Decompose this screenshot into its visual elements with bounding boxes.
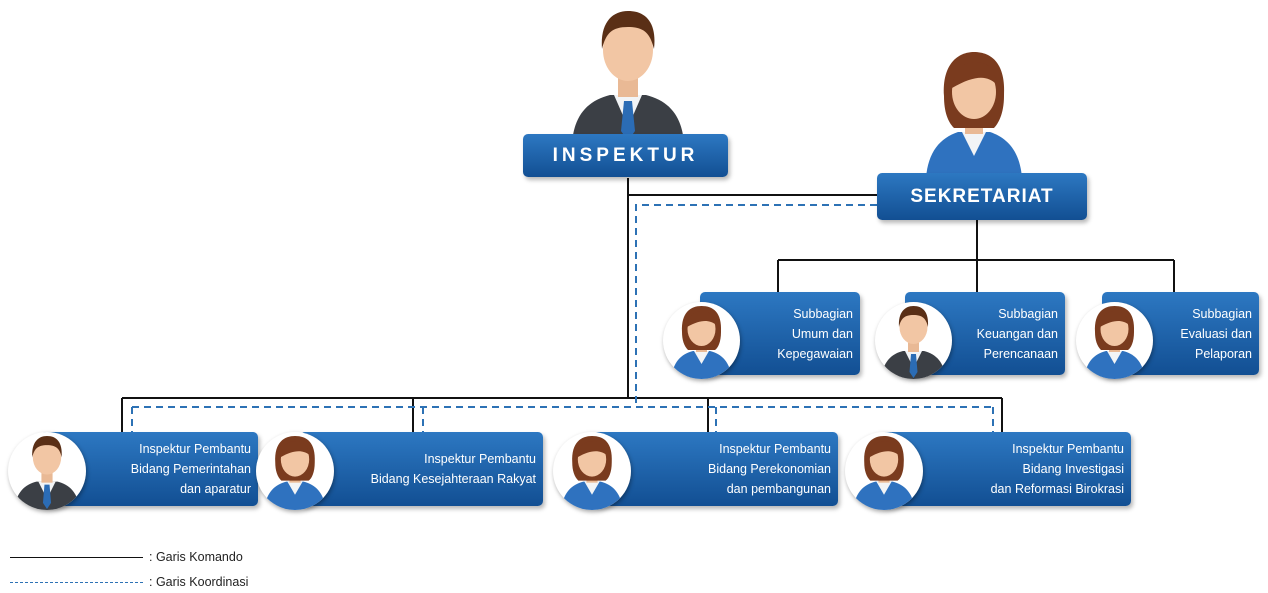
command-line-sample [10, 556, 143, 558]
assistant-line: Bidang Perekonomian [708, 462, 831, 476]
subdivision-text: Subbagian Evaluasi dan Pelaporan [1180, 304, 1252, 364]
male-person-icon [881, 306, 946, 379]
subdivision-text: Subbagian Umum dan Kepegawaian [777, 304, 853, 364]
avatar [845, 432, 923, 510]
subdivision-line: Kepegawaian [777, 346, 853, 361]
avatar [256, 432, 334, 510]
assistant-line: Bidang Kesejahteraan Rakyat [370, 472, 536, 486]
coordination-trunk-line [635, 204, 877, 407]
assistant-line: dan Reformasi Birokrasi [990, 482, 1124, 496]
sekretariat-box: SEKRETARIAT [877, 173, 1087, 220]
assistant-line: Inspektur Pembantu [139, 442, 251, 456]
male-person-icon [14, 436, 80, 510]
legend-coordination: : Garis Koordinasi [10, 575, 248, 589]
assistant-line: Inspektur Pembantu [719, 442, 831, 456]
assistant-line: Bidang Investigasi [1022, 462, 1124, 476]
assistant-text: Inspektur Pembantu Bidang Kesejahteraan … [371, 449, 536, 489]
subdivision-line: Umum dan [791, 326, 853, 341]
inspektur-figure [566, 5, 690, 143]
assistant-line: dan pembangunan [726, 482, 831, 496]
legend-command: : Garis Komando [10, 550, 243, 564]
coordination-line-sample [10, 581, 143, 583]
subdivision-text: Subbagian Keuangan dan Perencanaan [977, 304, 1058, 364]
female-person-icon [561, 436, 623, 510]
avatar [663, 302, 740, 379]
inspektur-to-sekretariat-line [627, 178, 877, 196]
avatar [8, 432, 86, 510]
subdivision-line: Subbagian [998, 306, 1058, 321]
female-person-icon [264, 436, 326, 510]
inspektur-box: INSPEKTUR [523, 134, 728, 177]
coordination-lines [131, 204, 994, 432]
male-person-icon [572, 11, 684, 143]
female-person-icon [1084, 306, 1145, 379]
legend-command-label: : Garis Komando [149, 550, 243, 564]
assistant-line: Inspektur Pembantu [1012, 442, 1124, 456]
legend-coordination-label: : Garis Koordinasi [149, 575, 249, 589]
assistant-line: Inspektur Pembantu [424, 452, 536, 466]
avatar [1076, 302, 1153, 379]
assistant-box-perekonomian: Inspektur Pembantu Bidang Perekonomian d… [593, 432, 838, 506]
avatar [875, 302, 952, 379]
subdivision-line: Evaluasi dan [1180, 326, 1252, 341]
assistant-line: Bidang Pemerintahan [130, 462, 251, 476]
female-person-icon [926, 52, 1022, 178]
command-lines [121, 178, 1175, 432]
assistant-text: Inspektur Pembantu Bidang Perekonomian d… [708, 439, 831, 499]
subdivision-line: Pelaporan [1195, 346, 1252, 361]
female-person-icon [671, 306, 732, 379]
subdivision-line: Subbagian [1192, 306, 1252, 321]
sekretariat-figure [918, 48, 1030, 178]
assistant-box-kesejahteraan: Inspektur Pembantu Bidang Kesejahteraan … [300, 432, 543, 506]
female-person-icon [853, 436, 915, 510]
sekretariat-label: SEKRETARIAT [910, 185, 1054, 207]
assistant-line: dan aparatur [180, 482, 251, 496]
subdivision-line: Subbagian [793, 306, 853, 321]
inspektur-label: INSPEKTUR [552, 144, 699, 166]
subdivision-line: Keuangan dan [976, 326, 1058, 341]
subdivision-line: Perencanaan [983, 346, 1058, 361]
avatar [553, 432, 631, 510]
assistant-text: Inspektur Pembantu Bidang Pemerintahan d… [131, 439, 251, 499]
assistant-text: Inspektur Pembantu Bidang Investigasi da… [991, 439, 1124, 499]
